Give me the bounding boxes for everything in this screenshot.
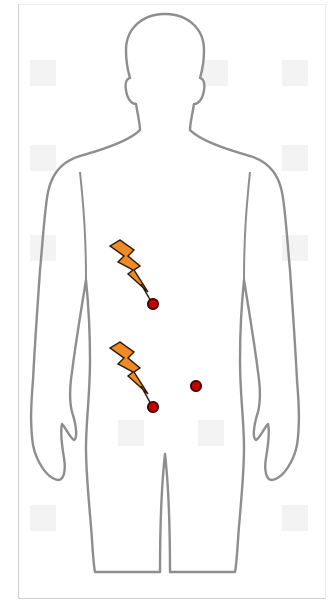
left-inner-arm-line: [80, 172, 86, 280]
pain-bolt-lower: [110, 342, 152, 406]
marker-lower-abdomen: [148, 402, 158, 412]
pain-bolt-upper: [110, 240, 152, 303]
right-inner-arm-line: [244, 172, 250, 280]
lightning-bolt-icon: [110, 342, 148, 394]
human-body-outline-icon: [31, 14, 299, 572]
marker-right-lower: [191, 381, 201, 391]
lightning-bolt-icon: [110, 240, 148, 292]
marker-upper-abdomen: [148, 299, 158, 309]
